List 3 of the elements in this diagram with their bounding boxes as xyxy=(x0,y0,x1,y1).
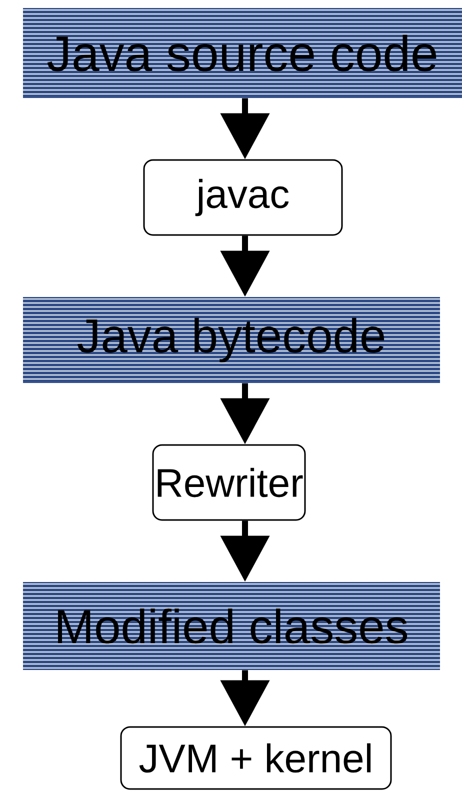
process-box: javac xyxy=(143,159,343,236)
process-box: Rewriter xyxy=(152,444,306,521)
process-box: JVM + kernel xyxy=(120,726,392,790)
